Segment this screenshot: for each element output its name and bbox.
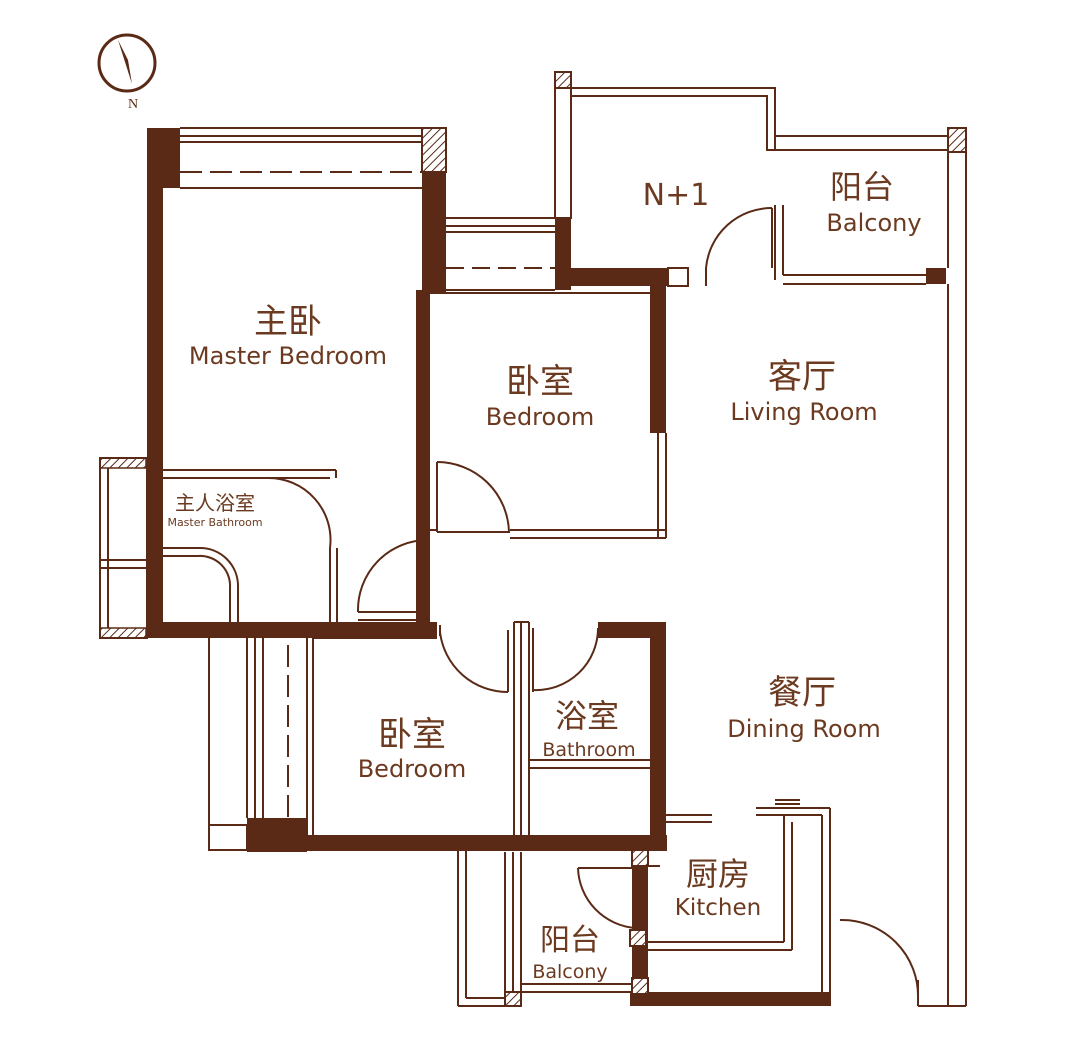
compass: N [97, 33, 157, 112]
label-bedroom-lower-en: Bedroom [358, 755, 467, 783]
label-bedroom-middle-zh: 卧室 [506, 362, 574, 402]
door-master-bathroom [267, 476, 332, 549]
compass-north-label: N [128, 97, 138, 112]
door-bedroom-lower [439, 631, 509, 694]
label-master-bedroom-en: Master Bedroom [189, 342, 387, 370]
label-balcony-bottom-zh: 阳台 [540, 923, 600, 958]
walls [147, 128, 946, 1006]
label-balcony-bottom-en: Balcony [532, 961, 607, 983]
label-balcony-top-zh: 阳台 [830, 168, 894, 206]
door-n1 [705, 206, 773, 269]
door-master-bedroom [356, 539, 429, 613]
label-living-room-zh: 客厅 [768, 357, 836, 397]
label-dining-room-en: Dining Room [727, 715, 880, 743]
label-balcony-top-en: Balcony [826, 209, 921, 237]
door-entrance [839, 918, 920, 999]
label-kitchen-en: Kitchen [675, 895, 761, 921]
label-master-bathroom-en: Master Bathroom [167, 516, 262, 529]
compass-ring [97, 33, 157, 93]
label-bedroom-lower-zh: 卧室 [378, 715, 446, 755]
label-dining-room-zh: 餐厅 [768, 673, 836, 713]
thin-walls [99, 72, 967, 1007]
compass-arrow-icon [118, 40, 132, 84]
label-living-room-en: Living Room [730, 398, 877, 426]
structural-columns [99, 71, 967, 1007]
label-bathroom-zh: 浴室 [555, 697, 619, 735]
label-bathroom-en: Bathroom [542, 739, 635, 761]
doors [267, 206, 920, 1006]
door-kitchen [577, 867, 637, 929]
label-master-bathroom-zh: 主人浴室 [175, 491, 255, 515]
door-bathroom [532, 627, 600, 692]
label-n-plus-1: N+1 [643, 178, 710, 213]
label-kitchen-zh: 厨房 [686, 855, 750, 893]
label-bedroom-middle-en: Bedroom [486, 403, 595, 431]
door-bedroom-middle [436, 461, 510, 533]
room-labels: N+1 阳台 Balcony 主卧 Master Bedroom 卧室 Bedr… [167, 168, 921, 983]
label-master-bedroom-zh: 主卧 [254, 302, 322, 342]
